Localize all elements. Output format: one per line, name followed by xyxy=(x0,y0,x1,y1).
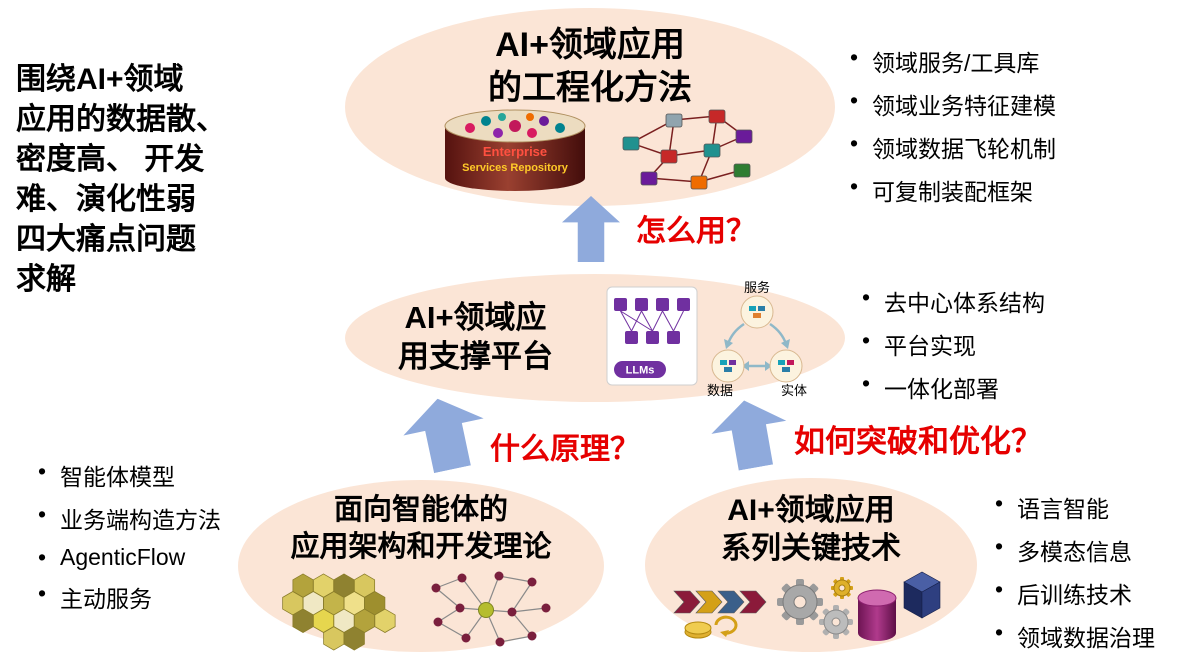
title-line: 系列关键技术 xyxy=(721,531,901,565)
middle-ellipse-support-platform: AI+领域应 用支撑平台 xyxy=(345,274,845,402)
honeycomb-icon xyxy=(272,572,417,652)
title-line: AI+领域应用 xyxy=(495,26,685,64)
top-bullet-list: 领域服务/工具库 领域业务特征建模 领域数据飞轮机制 可复制装配框架 xyxy=(848,44,1056,216)
note-line: 求解 xyxy=(16,263,76,296)
title-line: 的工程化方法 xyxy=(488,68,692,107)
service-data-entity-cycle-icon: 服务 数据 实体 xyxy=(702,280,812,398)
bullet-item: 智能体模型 xyxy=(36,458,221,492)
bullet-item: 多模态信息 xyxy=(993,533,1155,567)
bottom-right-ellipse-title: AI+领域应用 系列关键技术 xyxy=(645,492,977,568)
repository-label-line2: Services Repository xyxy=(462,162,569,174)
bullet-item: 领域服务/工具库 xyxy=(848,44,1056,78)
middle-ellipse-title: AI+领域应 用支撑平台 xyxy=(373,298,578,376)
note-line: 四大痛点问题 xyxy=(16,223,196,256)
bullet-item: 可复制装配框架 xyxy=(848,173,1056,207)
top-ellipse-engineering-methods: AI+领域应用 的工程化方法 xyxy=(345,8,835,206)
bullet-item: 领域数据飞轮机制 xyxy=(848,130,1056,164)
bullet-item: 领域数据治理 xyxy=(993,619,1155,653)
repository-label-line1: Enterprise xyxy=(483,144,547,159)
cycle-label-data: 数据 xyxy=(707,383,733,398)
top-ellipse-title: AI+领域应用 的工程化方法 xyxy=(345,24,835,110)
database-cylinder-icon xyxy=(856,588,898,643)
title-line: AI+领域应用 xyxy=(727,494,895,527)
title-line: 用支撑平台 xyxy=(398,339,553,375)
note-line: 围绕AI+领域 xyxy=(16,63,184,96)
llm-stack-icon: LLMs xyxy=(606,286,698,386)
bullet-item: 主动服务 xyxy=(36,580,221,614)
note-line: 难、演化性弱 xyxy=(16,183,196,216)
arrow-up-center-icon xyxy=(562,196,620,262)
enterprise-repository-icon: Enterprise Services Repository xyxy=(440,106,590,198)
llm-label: LLMs xyxy=(626,365,655,377)
bottom-left-ellipse-title: 面向智能体的 应用架构和开发理论 xyxy=(238,492,604,565)
bullet-item: 业务端构造方法 xyxy=(36,501,221,535)
bullet-item: 一体化部署 xyxy=(860,370,1045,404)
title-line: 应用架构和开发理论 xyxy=(290,530,552,563)
title-line: AI+领域应 xyxy=(404,300,547,335)
question-how-to-optimize: 如何突破和优化？ xyxy=(794,424,1042,459)
middle-bullet-list: 去中心体系结构 平台实现 一体化部署 xyxy=(860,284,1045,413)
question-what-principle: 什么原理？ xyxy=(490,433,640,466)
cube-icon xyxy=(896,570,941,625)
cycle-label-service: 服务 xyxy=(744,280,770,295)
title-line: 面向智能体的 xyxy=(333,494,508,526)
bottom-left-bullet-list: 智能体模型 业务端构造方法 AgenticFlow 主动服务 xyxy=(36,458,221,623)
arrow-up-right-icon xyxy=(707,394,794,474)
bottom-left-ellipse-agent-theory: 面向智能体的 应用架构和开发理论 xyxy=(238,480,604,652)
note-line: 应用的数据散、 xyxy=(16,103,226,136)
pain-points-note: 围绕AI+领域 应用的数据散、 密度高、 开发 难、演化性弱 四大痛点问题 求解 xyxy=(16,60,226,300)
note-line: 密度高、 开发 xyxy=(16,143,205,176)
gears-icon xyxy=(768,572,863,647)
process-chevrons-icon xyxy=(672,585,777,643)
bullet-item: 平台实现 xyxy=(860,327,1045,361)
service-network-icon xyxy=(614,108,754,193)
bullet-item: AgenticFlow xyxy=(36,544,221,571)
agent-graph-icon xyxy=(424,570,559,650)
bullet-item: 语言智能 xyxy=(993,490,1155,524)
bottom-right-bullet-list: 语言智能 多模态信息 后训练技术 领域数据治理 xyxy=(993,490,1155,653)
bullet-item: 领域业务特征建模 xyxy=(848,87,1056,121)
arrow-up-left-icon xyxy=(397,390,492,477)
cycle-label-entity: 实体 xyxy=(781,383,807,398)
bullet-item: 去中心体系结构 xyxy=(860,284,1045,318)
question-how-to-use: 怎么用？ xyxy=(636,215,756,248)
bullet-item: 后训练技术 xyxy=(993,576,1155,610)
